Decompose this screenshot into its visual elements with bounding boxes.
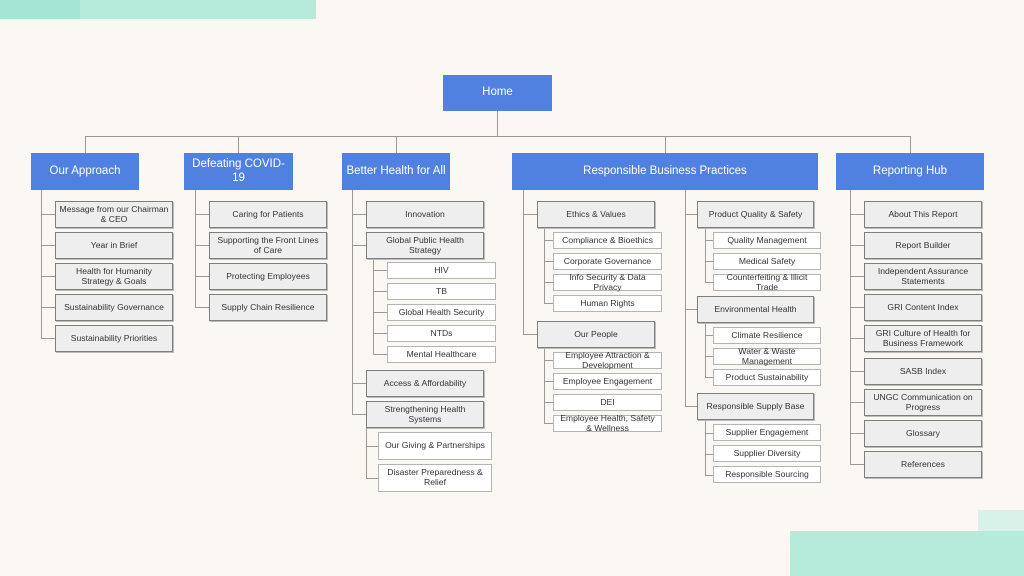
our-approach-item[interactable]: Message from our Chairman & CEO bbox=[55, 201, 173, 228]
our-approach-item[interactable]: Year in Brief bbox=[55, 232, 173, 259]
product-quality-child[interactable]: Quality Management bbox=[713, 232, 821, 249]
environmental-child[interactable]: Product Sustainability bbox=[713, 369, 821, 386]
our-people-child[interactable]: Employee Attraction & Development bbox=[553, 350, 662, 369]
product-quality-child[interactable]: Medical Safety bbox=[713, 253, 821, 270]
global-public-health-child[interactable]: Global Health Security bbox=[387, 304, 496, 321]
strengthening-health-child[interactable]: Disaster Preparedness & Relief bbox=[378, 464, 492, 492]
reporting-hub-item[interactable]: Independent Assurance Statements bbox=[864, 263, 982, 290]
ethics-child[interactable]: Compliance & Bioethics bbox=[553, 232, 662, 249]
reporting-hub-item[interactable]: GRI Content Index bbox=[864, 294, 982, 321]
ethics-child[interactable]: Human Rights bbox=[553, 295, 662, 312]
responsible-business-header[interactable]: Responsible Business Practices bbox=[512, 153, 818, 190]
supply-base-child[interactable]: Supplier Engagement bbox=[713, 424, 821, 441]
access-affordability-node[interactable]: Access & Affordability bbox=[366, 370, 484, 397]
ethics-values-node[interactable]: Ethics & Values bbox=[537, 201, 655, 228]
our-approach-header[interactable]: Our Approach bbox=[31, 153, 139, 190]
ethics-child[interactable]: Info Security & Data Privacy bbox=[553, 272, 662, 291]
reporting-hub-item[interactable]: UNGC Communication on Progress bbox=[864, 389, 982, 416]
bottom-right-accent-main bbox=[790, 531, 1024, 576]
our-people-child[interactable]: Employee Health, Safety & Wellness bbox=[553, 413, 662, 432]
global-public-health-node[interactable]: Global Public Health Strategy bbox=[366, 232, 484, 259]
covid-item[interactable]: Supply Chain Resilience bbox=[209, 294, 327, 321]
our-approach-item[interactable]: Sustainability Priorities bbox=[55, 325, 173, 352]
our-people-child[interactable]: DEI bbox=[553, 394, 662, 411]
covid-item[interactable]: Protecting Employees bbox=[209, 263, 327, 290]
strengthening-health-node[interactable]: Strengthening Health Systems bbox=[366, 401, 484, 428]
product-quality-node[interactable]: Product Quality & Safety bbox=[697, 201, 814, 228]
innovation-node[interactable]: Innovation bbox=[366, 201, 484, 228]
defeating-covid-header[interactable]: Defeating COVID-19 bbox=[184, 153, 293, 190]
reporting-hub-item[interactable]: About This Report bbox=[864, 201, 982, 228]
strengthening-health-child[interactable]: Our Giving & Partnerships bbox=[378, 432, 492, 460]
our-approach-item[interactable]: Health for Humanity Strategy & Goals bbox=[55, 263, 173, 290]
our-approach-item[interactable]: Sustainability Governance bbox=[55, 294, 173, 321]
supply-base-node[interactable]: Responsible Supply Base bbox=[697, 393, 814, 420]
reporting-hub-item[interactable]: SASB Index bbox=[864, 358, 982, 385]
reporting-hub-item[interactable]: References bbox=[864, 451, 982, 478]
reporting-hub-item[interactable]: Glossary bbox=[864, 420, 982, 447]
supply-base-child[interactable]: Supplier Diversity bbox=[713, 445, 821, 462]
home-node[interactable]: Home bbox=[443, 75, 552, 111]
global-public-health-child[interactable]: Mental Healthcare bbox=[387, 346, 496, 363]
covid-item[interactable]: Caring for Patients bbox=[209, 201, 327, 228]
reporting-hub-item[interactable]: GRI Culture of Health for Business Frame… bbox=[864, 325, 982, 352]
global-public-health-child[interactable]: NTDs bbox=[387, 325, 496, 342]
reporting-hub-header[interactable]: Reporting Hub bbox=[836, 153, 984, 190]
environmental-child[interactable]: Climate Resilience bbox=[713, 327, 821, 344]
better-health-header[interactable]: Better Health for All bbox=[342, 153, 450, 190]
environmental-child[interactable]: Water & Waste Management bbox=[713, 346, 821, 365]
global-public-health-child[interactable]: HIV bbox=[387, 262, 496, 279]
our-people-node[interactable]: Our People bbox=[537, 321, 655, 348]
global-public-health-child[interactable]: TB bbox=[387, 283, 496, 300]
reporting-hub-item[interactable]: Report Builder bbox=[864, 232, 982, 259]
ethics-child[interactable]: Corporate Governance bbox=[553, 253, 662, 270]
top-left-accent-dark bbox=[0, 0, 80, 19]
our-people-child[interactable]: Employee Engagement bbox=[553, 373, 662, 390]
covid-item[interactable]: Supporting the Front Lines of Care bbox=[209, 232, 327, 259]
supply-base-child[interactable]: Responsible Sourcing bbox=[713, 466, 821, 483]
environmental-health-node[interactable]: Environmental Health bbox=[697, 296, 814, 323]
product-quality-child[interactable]: Counterfeiting & Illicit Trade bbox=[713, 272, 821, 291]
